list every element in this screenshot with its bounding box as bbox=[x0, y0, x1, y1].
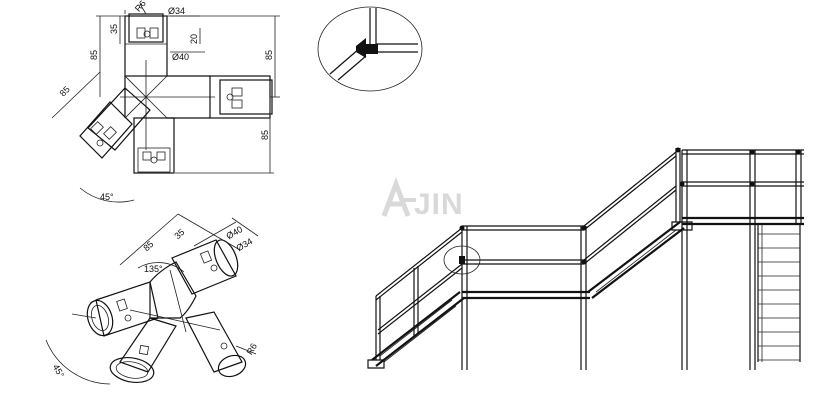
top-view-dimensions bbox=[51, 3, 280, 203]
dim-35-top: 35 bbox=[109, 24, 119, 34]
fitting-dots bbox=[459, 147, 801, 265]
dim-85-right: 85 bbox=[264, 50, 274, 60]
iso-left-pipe bbox=[86, 281, 159, 337]
lower-landing bbox=[461, 225, 590, 370]
stair-assembly bbox=[367, 147, 804, 370]
iso-dim-35: 35 bbox=[172, 227, 186, 241]
upper-stair bbox=[583, 148, 685, 299]
dim-85-diag: 85 bbox=[58, 84, 72, 98]
dim-d34-top: Ø34 bbox=[168, 6, 185, 16]
dim-45-top: 45° bbox=[100, 192, 114, 202]
iso-dim-135: 135° bbox=[144, 264, 163, 274]
dim-85-bottom: 85 bbox=[260, 130, 270, 140]
joint-detail-marker bbox=[443, 245, 481, 275]
right-pipe bbox=[209, 75, 273, 119]
dim-r6-top: R6 bbox=[133, 0, 148, 14]
dim-20-top: 20 bbox=[189, 34, 199, 44]
side-ladder bbox=[757, 224, 801, 362]
detail-circle bbox=[317, 6, 423, 92]
iso-dim-45: 45° bbox=[51, 363, 67, 380]
iso-lower-right-pipe bbox=[185, 311, 247, 378]
iso-dim-d34: Ø34 bbox=[235, 236, 255, 253]
watermark-text: JIN bbox=[414, 188, 464, 221]
iso-dimensions bbox=[45, 213, 259, 385]
iso-lower-left-pipe bbox=[109, 317, 177, 384]
iso-central-body bbox=[129, 261, 221, 333]
diagonal-pipe bbox=[79, 87, 151, 159]
iso-upper-pipe bbox=[171, 239, 239, 295]
fitting-top-view: R6 Ø34 35 20 Ø40 85 85 85 85 45° bbox=[51, 0, 280, 203]
lower-pipe bbox=[133, 117, 175, 174]
iso-dim-85: 85 bbox=[141, 239, 155, 253]
dim-85-left: 85 bbox=[89, 50, 99, 60]
upper-platform bbox=[671, 149, 804, 370]
dim-d40-top: Ø40 bbox=[172, 52, 189, 62]
fitting-iso-view: 85 35 Ø40 Ø34 135° 45° R6 bbox=[45, 213, 259, 385]
lower-stair bbox=[367, 227, 465, 369]
watermark-logo: JIN bbox=[381, 176, 464, 221]
iso-dim-r6: R6 bbox=[245, 341, 259, 356]
